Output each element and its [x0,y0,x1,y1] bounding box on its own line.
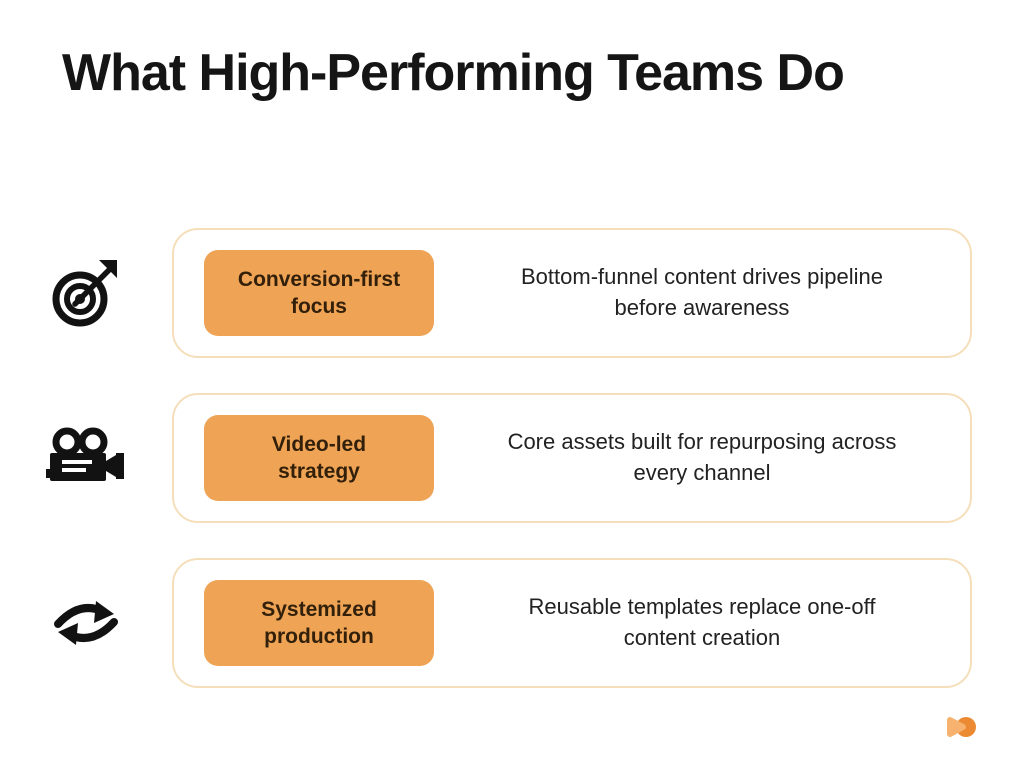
row-description: Core assets built for repurposing across… [507,429,897,485]
repeat-arrows-icon [0,596,172,650]
row-conversion-first-focus: Conversion-first focus Bottom-funnel con… [0,228,1024,358]
card: Video-led strategy Core assets built for… [172,393,972,523]
row-systemized-production: Systemized production Reusable templates… [0,558,1024,688]
badge-label: Video-led strategy [204,415,434,501]
badge-label: Systemized production [204,580,434,666]
card: Systemized production Reusable templates… [172,558,972,688]
card: Conversion-first focus Bottom-funnel con… [172,228,972,358]
rows-container: Conversion-first focus Bottom-funnel con… [0,228,1024,688]
target-arrow-icon [0,256,172,330]
badge-label: Conversion-first focus [204,250,434,336]
brand-logo [944,714,978,740]
row-description: Reusable templates replace one-off conte… [528,594,876,650]
page-title: What High-Performing Teams Do [62,44,845,102]
row-video-led-strategy: Video-led strategy Core assets built for… [0,393,1024,523]
movie-camera-icon [0,427,172,489]
row-description: Bottom-funnel content drives pipeline be… [521,264,883,320]
